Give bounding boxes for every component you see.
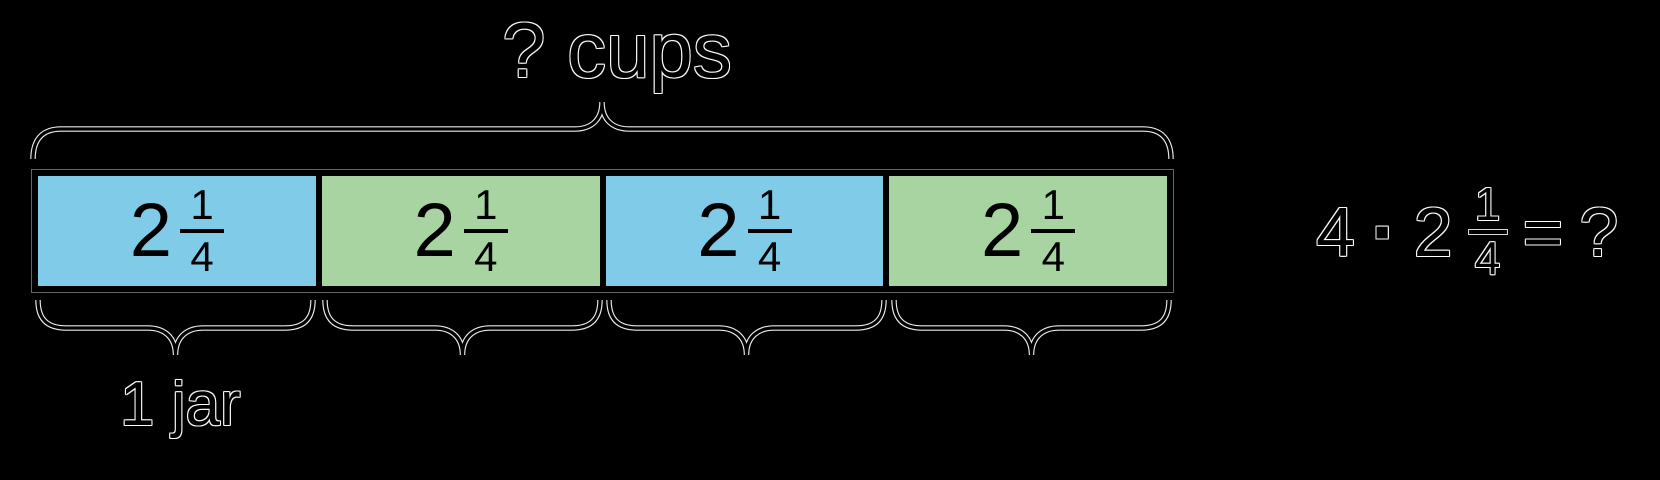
tape-segment: 2 1 4 [38,176,316,286]
fraction-numerator: 1 [463,184,508,233]
group-brace [606,299,887,356]
fraction-denominator: 4 [190,233,214,280]
whole-number: 2 [980,188,1024,273]
equals-sign: = [1522,193,1564,271]
group-label: 1 jar [120,370,241,439]
equation-factor: 4 [1316,193,1355,271]
total-brace [30,101,1174,160]
equation: 4 · 2 1 4 = ? [1316,178,1619,284]
fraction-numerator: 1 [1031,184,1076,233]
fraction-denominator: 4 [474,233,498,280]
whole-number: 2 [129,188,173,273]
total-label: ? cups [502,6,732,94]
fraction: 1 4 [463,184,508,280]
equation-result: ? [1579,193,1619,271]
mixed-number: 2 1 4 [980,184,1076,280]
mixed-number: 2 1 4 [413,184,508,280]
mixed-number: 2 1 4 [129,184,225,280]
fraction: 1 4 [180,184,225,280]
equation-fraction-denominator: 4 [1474,232,1501,284]
multiplication-dot-icon: · [1370,187,1398,276]
fraction-denominator: 4 [1041,233,1065,280]
tape-segment: 2 1 4 [321,176,600,286]
fraction-numerator: 1 [747,184,792,233]
equation-fraction-numerator: 1 [1474,178,1501,231]
equation-whole: 2 [1413,193,1453,271]
whole-number: 2 [413,188,456,273]
fraction-denominator: 4 [757,233,782,280]
whole-number: 2 [697,188,740,273]
tape-bar: 2 1 4 2 1 4 2 1 4 [31,169,1174,293]
tape-segment: 2 1 4 [605,176,884,286]
group-brace [891,299,1172,356]
equation-fraction: 1 4 [1468,178,1507,284]
fraction: 1 4 [747,184,792,280]
fraction: 1 4 [1031,184,1076,280]
group-brace [35,299,316,356]
tape-segment: 2 1 4 [889,176,1167,286]
fraction-numerator: 1 [180,184,225,233]
mixed-number: 2 1 4 [697,184,792,280]
fraction-bar [1468,230,1507,234]
group-brace [322,299,603,356]
